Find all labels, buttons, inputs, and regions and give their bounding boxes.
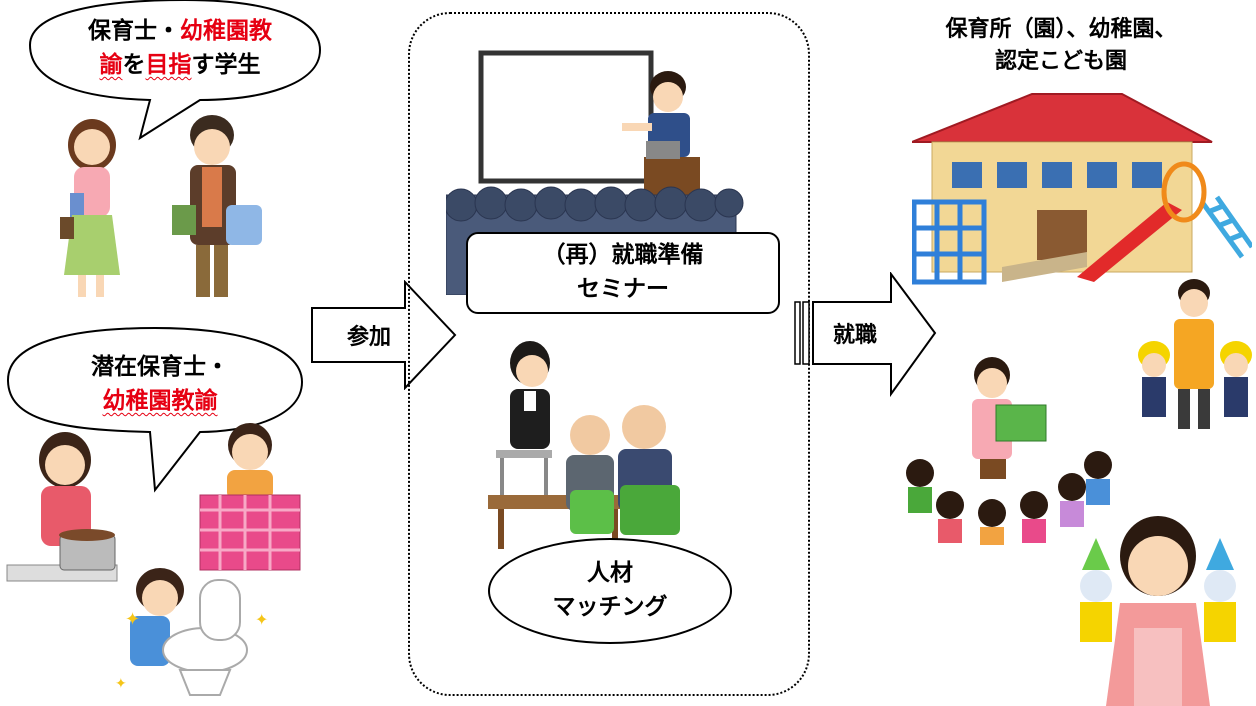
cooking-woman-figure xyxy=(6,432,118,582)
reading-teacher-figure xyxy=(972,357,1047,479)
arrow-employment-label: 就職 xyxy=(833,323,878,348)
male-teacher-figure xyxy=(1174,279,1214,429)
interviewee-figure xyxy=(496,341,552,508)
speech-bubble-students xyxy=(28,0,322,141)
sparkle-icon: ✦ xyxy=(255,610,268,629)
arrow-employment xyxy=(794,272,937,398)
kindergarten-building-illustration xyxy=(912,93,1252,285)
speech-bubble-potential xyxy=(6,326,304,493)
slide-ladder xyxy=(1199,195,1252,259)
laptop xyxy=(646,141,680,159)
children-circle xyxy=(906,451,1112,545)
slide xyxy=(1077,202,1182,282)
students-illustration xyxy=(60,115,262,297)
arrow-participate xyxy=(311,280,457,390)
matching-label-text: 人材 マッチング xyxy=(552,560,668,620)
slide-top-ring xyxy=(1161,161,1207,223)
arrow-participate-label: 参加 xyxy=(347,325,392,350)
seminar-label-text: （再）就職準備 セミナー xyxy=(542,242,704,302)
green-chair xyxy=(620,485,680,535)
sewing-woman-figure xyxy=(199,423,301,571)
storytime-illustration xyxy=(906,357,1112,545)
destinations-heading: 保育所（園）、幼稚園、 認定こども園 xyxy=(945,17,1177,74)
roof xyxy=(912,93,1213,143)
interview-illustration xyxy=(488,341,680,549)
picture-book xyxy=(995,404,1047,442)
male-student-figure xyxy=(172,115,262,297)
child-figure-right xyxy=(1220,341,1252,417)
child-figure-left xyxy=(1138,341,1170,417)
cleaning-boy-figure xyxy=(130,568,248,696)
jungle-gym xyxy=(912,199,987,285)
bubble-potential-text: 潜在保育士・ 幼稚園教諭 xyxy=(91,354,229,414)
matching-label-ellipse xyxy=(488,538,732,644)
homemakers-illustration: ✦ ✦ ✦ xyxy=(6,423,301,696)
seminar-label-box xyxy=(466,232,780,314)
puppet-right xyxy=(1204,538,1236,642)
sand-pit xyxy=(1002,252,1087,282)
sparkle-icon: ✦ xyxy=(115,676,127,692)
whiteboard xyxy=(478,50,654,184)
female-teacher-figure xyxy=(1106,516,1210,706)
teacher-with-children-illustration xyxy=(1138,279,1252,429)
puppet-left xyxy=(1080,538,1112,642)
windows xyxy=(952,162,1162,188)
bubble-students-text: 保育士・幼稚園教 諭を目指す学生 xyxy=(88,18,272,78)
sparkle-icon: ✦ xyxy=(125,609,140,630)
female-student-figure xyxy=(60,119,120,297)
door xyxy=(1037,210,1087,260)
green-chair xyxy=(570,490,614,534)
puppet-teacher-illustration xyxy=(1080,516,1236,706)
